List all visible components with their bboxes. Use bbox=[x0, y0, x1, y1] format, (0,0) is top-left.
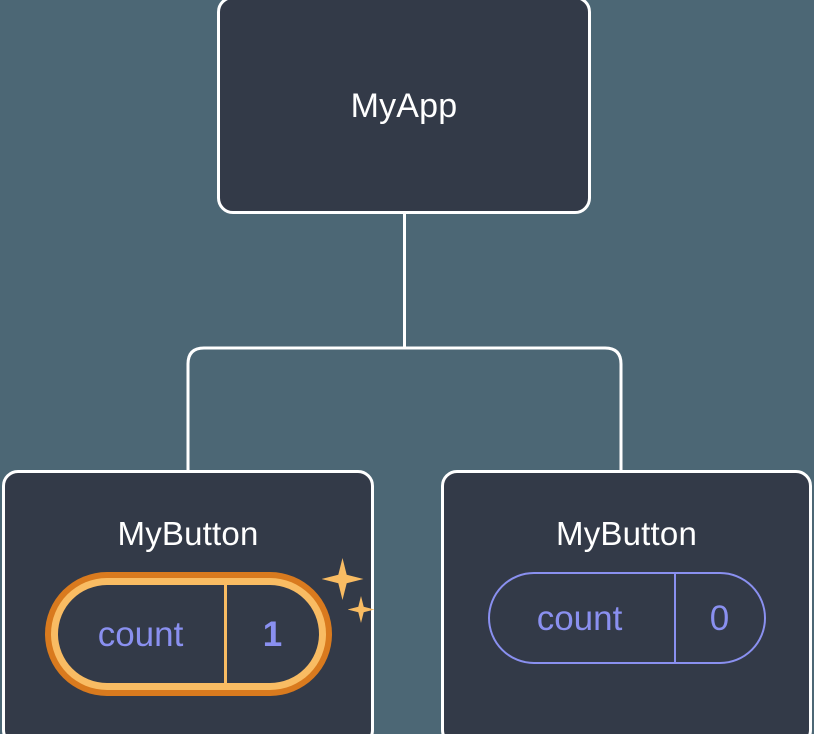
state-pill-wrapper-1: count 0 bbox=[487, 572, 766, 664]
state-value-0: 1 bbox=[223, 585, 319, 683]
state-value-1: 0 bbox=[673, 574, 764, 662]
state-pill-wrapper-0: count 1 bbox=[44, 558, 375, 696]
tree-node-mybutton-1[interactable]: MyButton count 0 bbox=[441, 470, 812, 734]
tree-node-root[interactable]: MyApp bbox=[217, 0, 591, 214]
state-key-1: count bbox=[536, 598, 623, 638]
state-pill-plain[interactable]: count 0 bbox=[487, 572, 766, 664]
node-label-mybutton-0: MyButton bbox=[117, 515, 259, 552]
state-key-0: count bbox=[97, 614, 184, 654]
node-label-root: MyApp bbox=[350, 87, 458, 125]
tree-node-mybutton-0[interactable]: MyButton count 1 bbox=[2, 470, 375, 734]
node-label-mybutton-1: MyButton bbox=[556, 515, 697, 552]
state-pill-highlighted[interactable]: count 1 bbox=[44, 572, 332, 696]
state-pill-body: count 1 bbox=[57, 585, 319, 683]
sparkle-large-icon bbox=[321, 558, 364, 600]
state-pill-inner-ring: count 1 bbox=[50, 578, 326, 690]
sparkle-small-icon bbox=[347, 596, 375, 623]
